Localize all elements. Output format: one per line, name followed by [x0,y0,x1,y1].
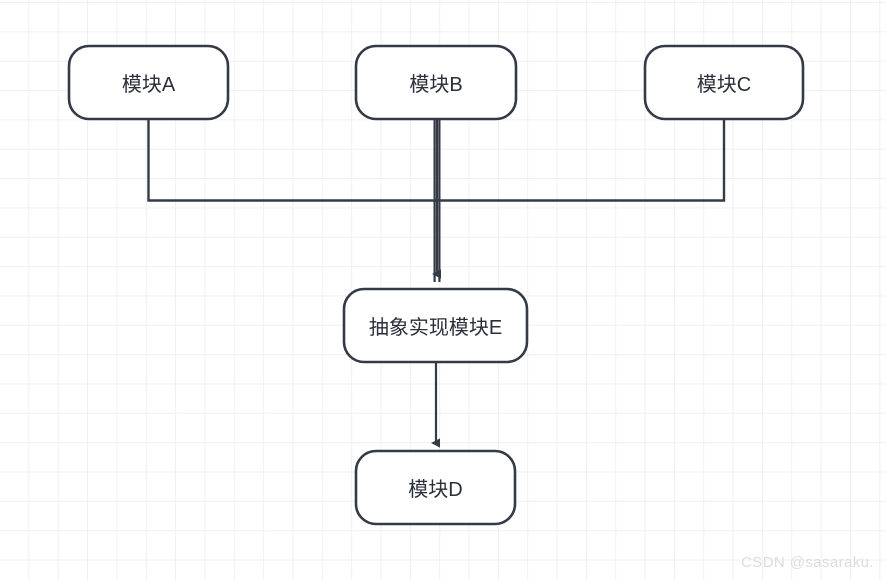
watermark-text: CSDN @sasaraku. [741,554,874,571]
node-c-shape[interactable] [643,44,805,121]
node-d-shape[interactable] [354,449,517,526]
node-e-shape[interactable] [342,287,529,364]
edge-b-to-e [431,119,441,282]
node-a-shape[interactable] [67,44,230,121]
edge-a-to-e [147,117,438,202]
edge-c-to-e [436,117,726,202]
node-b-shape[interactable] [354,44,518,121]
